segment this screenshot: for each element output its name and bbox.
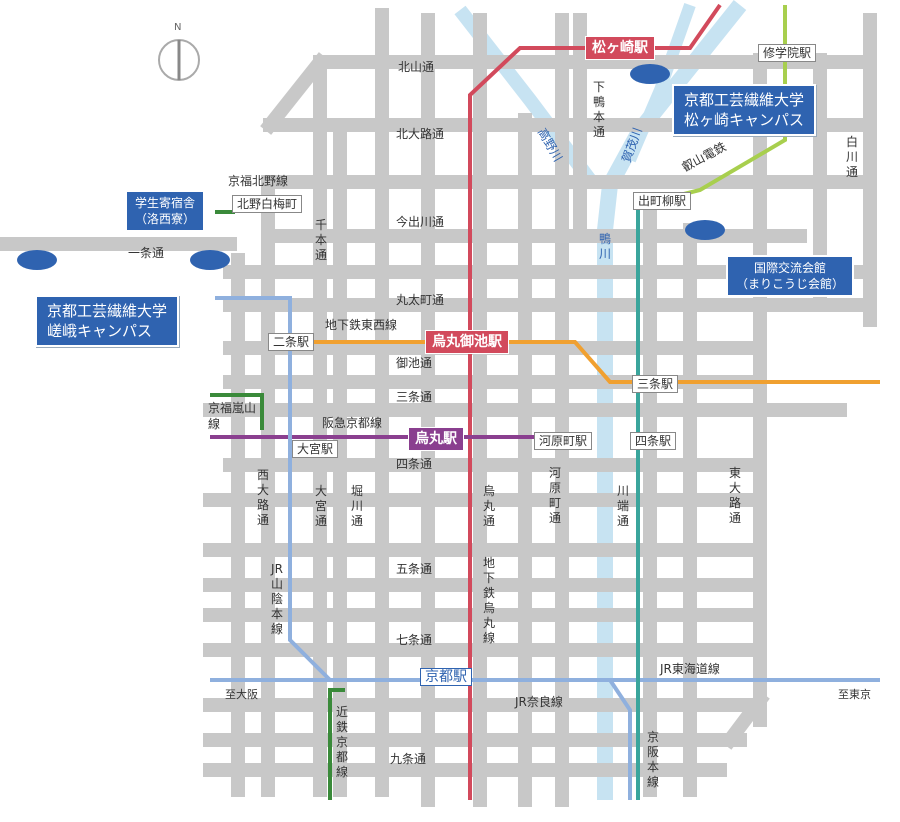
station-demachiyanagi[interactable]: 出町柳駅 xyxy=(633,192,692,210)
saga-campus-label[interactable]: 京都工芸繊維大学 嵯峨キャンパス xyxy=(35,295,180,347)
saga-campus-marker[interactable] xyxy=(17,250,57,270)
station-shugakuin[interactable]: 修学院駅 xyxy=(758,44,817,62)
dorm-line2: （洛西寮） xyxy=(135,212,196,226)
station-nijo[interactable]: 二条駅 xyxy=(268,333,315,351)
street-nishioji: 西大路通 xyxy=(256,468,269,527)
street-shimogamo: 下鴨本通 xyxy=(592,80,605,139)
intl-house-line2: （まりこうじ会館） xyxy=(736,277,845,291)
line-kintetsu: 近鉄京都線 xyxy=(335,705,348,779)
street-shijo: 四条通 xyxy=(396,457,433,471)
river-kamo: 鴨川 xyxy=(598,232,611,261)
station-matsugasaki[interactable]: 松ヶ崎駅 xyxy=(585,36,655,60)
direction-osaka: 至大阪 xyxy=(225,688,258,701)
line-jr-tokaido: JR東海道線 xyxy=(660,662,720,676)
line-karasuma-subway: 地下鉄烏丸線 xyxy=(482,556,495,645)
intl-house-line1: 国際交流会館 xyxy=(754,261,827,275)
matsugasaki-campus-line2: 松ヶ崎キャンパス xyxy=(684,111,805,129)
jr-nara-line xyxy=(608,678,632,800)
street-kitaoji: 北大路通 xyxy=(396,127,445,141)
direction-tokyo: 至東京 xyxy=(838,688,871,701)
street-gojo: 五条通 xyxy=(396,562,433,576)
line-keihan: 京阪本線 xyxy=(646,730,659,789)
compass-north-label: N xyxy=(174,22,182,33)
street-kitayama: 北山通 xyxy=(398,60,435,74)
street-ichijo: 一条通 xyxy=(128,246,165,260)
saga-campus-line2: 嵯峨キャンパス xyxy=(47,322,153,340)
dorm-line1: 学生寄宿舎 xyxy=(135,196,196,210)
street-sanjo: 三条通 xyxy=(396,390,433,404)
line-keifuku-kitano: 京福北野線 xyxy=(228,174,289,188)
station-karasuma-oike[interactable]: 烏丸御池駅 xyxy=(425,330,509,354)
line-jr-sanin: JR山陰本線 xyxy=(270,562,283,636)
line-tozai: 地下鉄東西線 xyxy=(325,318,398,332)
intl-house-label[interactable]: 国際交流会館 （まりこうじ会館） xyxy=(726,255,855,297)
station-kitanohakubaicho[interactable]: 北野白梅町 xyxy=(232,195,303,213)
station-sanjo[interactable]: 三条駅 xyxy=(632,375,679,393)
station-omiya[interactable]: 大宮駅 xyxy=(292,440,339,458)
station-shijo[interactable]: 四条駅 xyxy=(630,432,677,450)
street-shichijo: 七条通 xyxy=(396,633,433,647)
street-horikawa: 堀川通 xyxy=(350,484,363,528)
kamo-north-river xyxy=(624,3,696,163)
station-kyoto[interactable]: 京都駅 xyxy=(420,668,472,686)
station-kawaramachi[interactable]: 河原町駅 xyxy=(534,432,593,450)
dorm-label[interactable]: 学生寄宿舎 （洛西寮） xyxy=(125,190,206,232)
street-kujo: 九条通 xyxy=(390,752,427,766)
street-kawabata: 川端通 xyxy=(616,484,629,528)
street-oike: 御池通 xyxy=(396,356,433,370)
matsugasaki-campus-label[interactable]: 京都工芸繊維大学 松ヶ崎キャンパス xyxy=(672,84,817,136)
line-keifuku-arashiyama: 京福嵐山線 xyxy=(208,401,257,431)
matsugasaki-campus-line1: 京都工芸繊維大学 xyxy=(684,91,805,109)
line-jr-nara: JR奈良線 xyxy=(515,695,563,709)
kintetsu-line xyxy=(328,688,345,800)
street-marutamachi: 丸太町通 xyxy=(396,293,445,307)
street-higashioji: 東大路通 xyxy=(728,466,741,525)
matsugasaki-campus-marker[interactable] xyxy=(630,64,670,84)
street-shirakawa: 白川通 xyxy=(845,135,858,179)
jr-sanin-line xyxy=(215,296,332,682)
saga-campus-line1: 京都工芸繊維大学 xyxy=(47,302,168,320)
dorm-marker[interactable] xyxy=(190,250,230,270)
street-senbon: 千本通 xyxy=(314,218,327,262)
station-karasuma[interactable]: 烏丸駅 xyxy=(408,427,464,451)
intl-house-marker[interactable] xyxy=(685,220,725,240)
street-kawaramachi: 河原町通 xyxy=(548,466,561,525)
street-omiya: 大宮通 xyxy=(314,484,327,528)
street-imadegawa: 今出川通 xyxy=(396,215,445,229)
line-hankyu: 阪急京都線 xyxy=(322,416,383,430)
compass-icon xyxy=(158,39,200,81)
keifuku-arashiyama-line xyxy=(210,393,264,430)
street-karasuma: 烏丸通 xyxy=(482,484,495,528)
